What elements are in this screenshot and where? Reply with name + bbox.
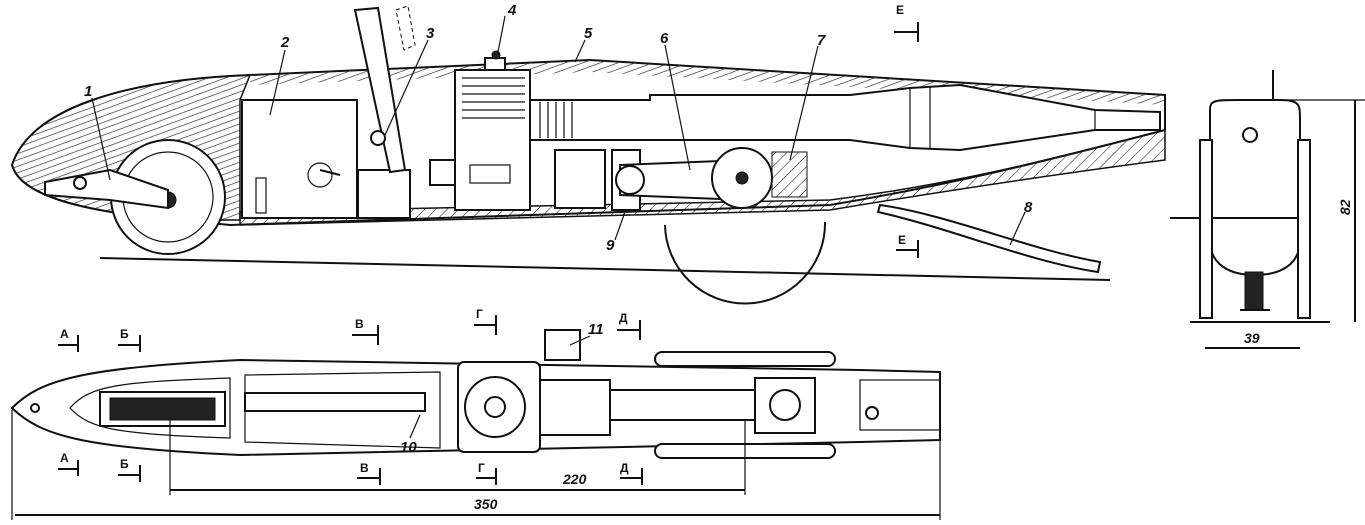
lever: [353, 6, 407, 174]
muffler: [529, 83, 1161, 152]
ground-line: [99, 257, 1111, 281]
callout-3: 3: [426, 25, 435, 42]
dim-overall-length: 350: [474, 496, 498, 512]
section-d-top: Д: [619, 311, 628, 325]
section-a-bottom: А: [60, 451, 69, 465]
front-body: [1209, 99, 1301, 277]
callout-8: 8: [1024, 199, 1033, 216]
callout-4: 4: [507, 2, 517, 19]
dim-width: 39: [1244, 330, 1260, 346]
section-g-top: Г: [476, 307, 483, 321]
rear-wheel-top: [654, 351, 836, 367]
callout-2: 2: [280, 34, 290, 51]
callout-1: 1: [84, 83, 92, 100]
side-view: [10, 5, 1166, 305]
callout-10: 10: [400, 439, 417, 456]
tank-cap-icon: [307, 162, 333, 188]
section-b-top: Б: [120, 327, 129, 341]
callout-7: 7: [817, 32, 826, 49]
tank: [241, 99, 358, 219]
section-d-bottom: Д: [620, 461, 629, 475]
section-g-bottom: Г: [478, 461, 485, 475]
dim-height: 82: [1337, 199, 1353, 215]
callout-11: 11: [588, 321, 604, 338]
section-a-top: А: [60, 327, 69, 341]
bracket: [357, 169, 411, 219]
skid: [876, 203, 1102, 274]
callout-9: 9: [606, 237, 615, 254]
callout-5: 5: [584, 25, 593, 42]
dim-wheelbase: 220: [562, 471, 587, 487]
front-view: [1170, 70, 1365, 349]
section-e-top: Е: [896, 3, 904, 17]
section-v-bottom: В: [360, 461, 369, 475]
callout-6: 6: [660, 30, 669, 47]
section-e-bottom: Е: [898, 233, 906, 247]
section-v-top: В: [355, 317, 364, 331]
section-b-bottom: Б: [120, 457, 129, 471]
top-view: [10, 329, 941, 459]
engine: [454, 69, 531, 211]
